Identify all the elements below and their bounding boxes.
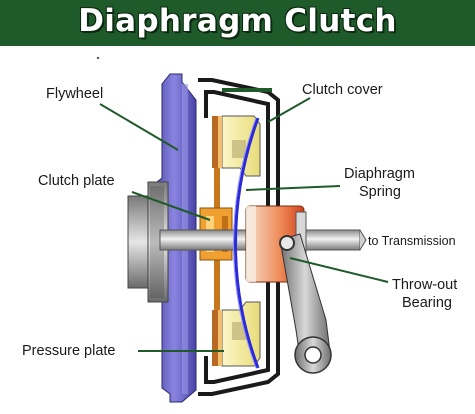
label-diaphragm-line1: Diaphragm [344, 166, 415, 182]
label-flywheel: Flywheel [46, 86, 103, 102]
label-throwout-line2: Bearing [402, 295, 452, 311]
diaphragm-leader [245, 185, 341, 191]
flywheel-leader [99, 103, 179, 151]
label-diaphragm-line2: Spring [359, 184, 401, 200]
title-bar: Diaphragm Clutch [0, 0, 475, 46]
label-throwout-line1: Throw-out [392, 277, 457, 293]
diagram-title: Diaphragm Clutch [78, 3, 397, 39]
label-to-transmission: to Transmission [368, 234, 456, 248]
throwout-leader [289, 257, 389, 283]
label-clutch-cover: Clutch cover [302, 82, 383, 98]
friction-facings [212, 116, 222, 366]
label-pressure-plate: Pressure plate [22, 343, 116, 359]
clutch-cover-leader [267, 97, 311, 123]
diaphragm-spring-shape [234, 117, 260, 369]
clutch-plate-leader [131, 191, 211, 221]
release-fork [279, 233, 332, 374]
label-clutch-plate: Clutch plate [38, 173, 115, 189]
